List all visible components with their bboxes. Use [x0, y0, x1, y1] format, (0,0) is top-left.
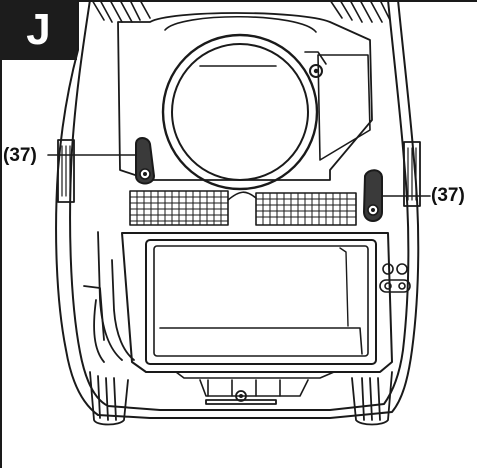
left-grille [129, 190, 229, 226]
figure-label-badge: J [0, 0, 77, 60]
upper-panel-right-box [317, 54, 371, 161]
lower-window-outer [145, 239, 377, 365]
right-grille [255, 192, 357, 226]
frame-left-line [0, 0, 2, 468]
lower-window-right-strip [339, 247, 349, 327]
lens-inner-ring [171, 43, 309, 181]
top-hatching [91, 0, 391, 23]
left-foot [89, 371, 129, 426]
upper-panel [117, 12, 373, 181]
right-bolts [379, 263, 411, 293]
bottom-strip [175, 371, 335, 397]
lower-window-step [159, 327, 363, 355]
right-lever [363, 169, 383, 222]
top-screw [309, 64, 323, 78]
top-screw-bracket [304, 51, 327, 65]
top-screw-center [313, 68, 319, 74]
callout-right: (37) [431, 185, 465, 206]
lower-window-inner [153, 245, 369, 357]
grille-divider [227, 191, 257, 201]
lens-mount-arc [164, 15, 317, 33]
lens-outer-ring [161, 33, 319, 191]
left-lever [135, 137, 155, 185]
callout-left: (37) [3, 145, 37, 166]
right-side-rail [403, 141, 421, 207]
bottom-latch [205, 390, 277, 405]
frame-top-line [0, 0, 477, 2]
housing-inner-outline [69, 0, 410, 411]
lower-frame [121, 232, 393, 373]
right-foot [351, 371, 393, 426]
left-hose [83, 231, 135, 363]
